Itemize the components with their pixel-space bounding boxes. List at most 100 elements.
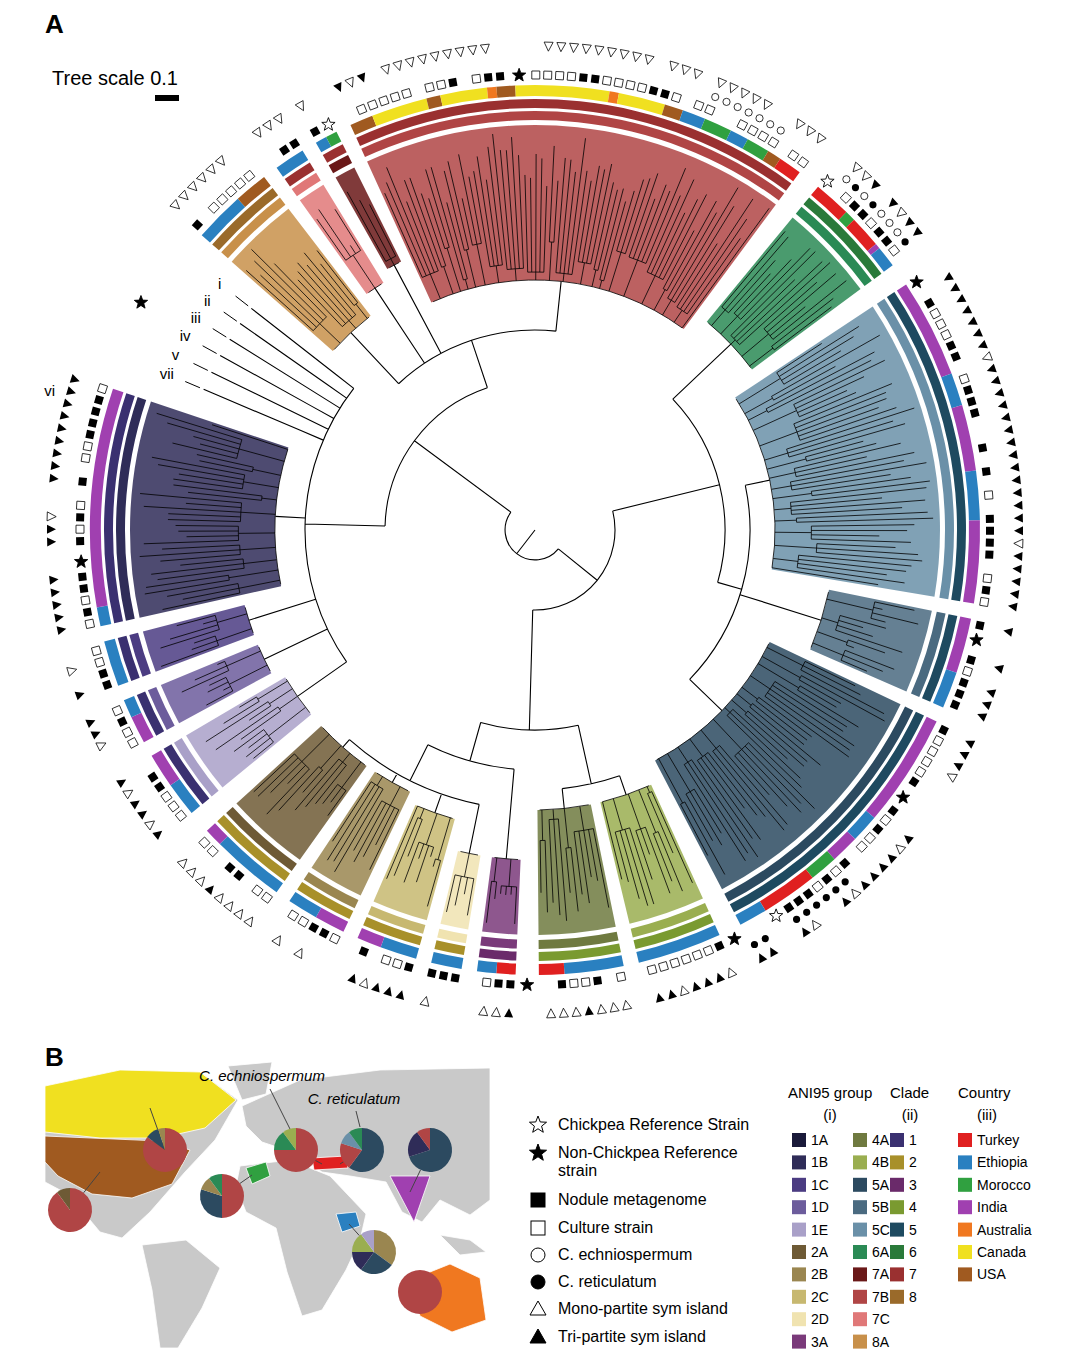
reference-star — [896, 790, 909, 803]
legend-swatch — [958, 1133, 972, 1147]
africa — [236, 1160, 366, 1316]
legend-text: 2B — [811, 1266, 828, 1282]
clade-ring-segment — [434, 940, 465, 955]
legend-swatch — [958, 1178, 972, 1192]
pie-slice — [417, 1128, 430, 1150]
legend-heading: (ii) — [902, 1106, 919, 1123]
pie-slice — [48, 1188, 92, 1232]
legend-swatch — [890, 1178, 904, 1192]
ani-ring-segment — [480, 936, 517, 948]
map-leader — [315, 1160, 322, 1164]
pie-slice — [398, 1270, 442, 1314]
country-ring-segment — [539, 963, 565, 975]
reference-star — [910, 275, 923, 288]
callout-number: vii — [160, 365, 174, 382]
country-ring-segment — [316, 908, 348, 932]
world-map — [45, 1062, 490, 1348]
morocco — [246, 1162, 270, 1184]
map-leader — [240, 1175, 252, 1183]
country-ring-segment — [735, 901, 765, 924]
south-america — [142, 1240, 220, 1348]
reference-star — [520, 978, 533, 991]
clade-ring-segment — [356, 99, 791, 191]
country-ring-segment — [496, 85, 515, 97]
culture-square — [76, 71, 993, 988]
clade-ring-segment — [479, 948, 517, 960]
legend-text: 5 — [909, 1222, 917, 1238]
legend-swatch — [792, 1200, 806, 1214]
legend-swatch — [853, 1245, 867, 1259]
legend-text: 7C — [872, 1311, 890, 1327]
legend-text: USA — [977, 1266, 1006, 1282]
country-ring-segment — [124, 696, 141, 717]
country-ring-segment — [326, 132, 341, 147]
panel-letter: B — [45, 1043, 64, 1073]
country-ring-segment — [350, 116, 376, 135]
legend-swatch — [792, 1223, 806, 1237]
legend-swatch — [958, 1267, 972, 1281]
pie-slice — [349, 1128, 362, 1150]
monopartite-triangle — [47, 42, 1023, 1018]
country-ring-segment — [440, 88, 488, 106]
indonesia — [440, 1235, 486, 1255]
map-label: C. echniospermum — [199, 1067, 325, 1084]
legend-star — [529, 1144, 546, 1160]
legend-swatch — [792, 1155, 806, 1169]
ani-ring-segment — [796, 207, 872, 286]
legend-text: 3 — [909, 1177, 917, 1193]
legend-text: 7A — [872, 1266, 889, 1282]
legend-swatch — [890, 1245, 904, 1259]
legend-text: 2A — [811, 1244, 828, 1260]
callout-number: i — [218, 275, 221, 292]
country-ring-segment — [277, 151, 309, 177]
legend-text: C. echniospermum — [558, 1246, 692, 1264]
legend-swatch — [890, 1133, 904, 1147]
pie-slice — [283, 1128, 296, 1150]
country-ring-segment — [496, 962, 516, 974]
country-ring-segment — [760, 869, 813, 910]
legend-text: Tri-partite sym island — [558, 1328, 706, 1346]
reference-star — [769, 909, 782, 922]
legend-heading: (i) — [823, 1106, 836, 1123]
reference-star — [728, 932, 741, 945]
country-ring-segment — [897, 284, 952, 377]
legend-circle — [531, 1248, 545, 1262]
legend-text: 6 — [909, 1244, 917, 1260]
legend-text: 3A — [811, 1334, 828, 1350]
legend-text: Canada — [977, 1244, 1026, 1260]
legend-swatch — [853, 1223, 867, 1237]
legend-text: 1C — [811, 1177, 829, 1193]
map-label: C. reticulatum — [308, 1090, 401, 1107]
pie-slice — [274, 1128, 318, 1172]
legend-text: 1E — [811, 1222, 828, 1238]
callout-number: iv — [180, 327, 191, 344]
callout-number: v — [172, 346, 180, 363]
country-ring-segment — [487, 87, 497, 99]
reference-star — [74, 555, 87, 568]
legend-swatch — [890, 1290, 904, 1304]
legend-text: 5A — [872, 1177, 889, 1193]
country-ring-segment — [477, 960, 497, 973]
legend-text: 4B — [872, 1154, 889, 1170]
reference-star — [821, 174, 834, 187]
tree-leaves — [140, 134, 933, 924]
legend-text: 7B — [872, 1289, 889, 1305]
legend-text: Nodule metagenome — [558, 1191, 707, 1209]
ani-ring-segment — [437, 929, 467, 944]
legend-swatch — [853, 1290, 867, 1304]
legend-text: Culture strain — [558, 1219, 653, 1237]
country-ring-segment — [827, 831, 855, 859]
scale-label: Tree scale 0.1 — [52, 67, 178, 90]
legend-text: 5B — [872, 1199, 889, 1215]
reference-star — [970, 633, 983, 646]
legend-text: Australia — [977, 1222, 1031, 1238]
country-ring-segment — [701, 119, 731, 141]
country-ring-segment — [358, 928, 385, 947]
country-ring-segment — [104, 639, 128, 686]
country-ring-segment — [946, 617, 971, 673]
map-leader — [84, 1172, 100, 1193]
legend-text: 1B — [811, 1154, 828, 1170]
scale-bar — [155, 95, 179, 101]
legend-triangle — [530, 1329, 546, 1343]
